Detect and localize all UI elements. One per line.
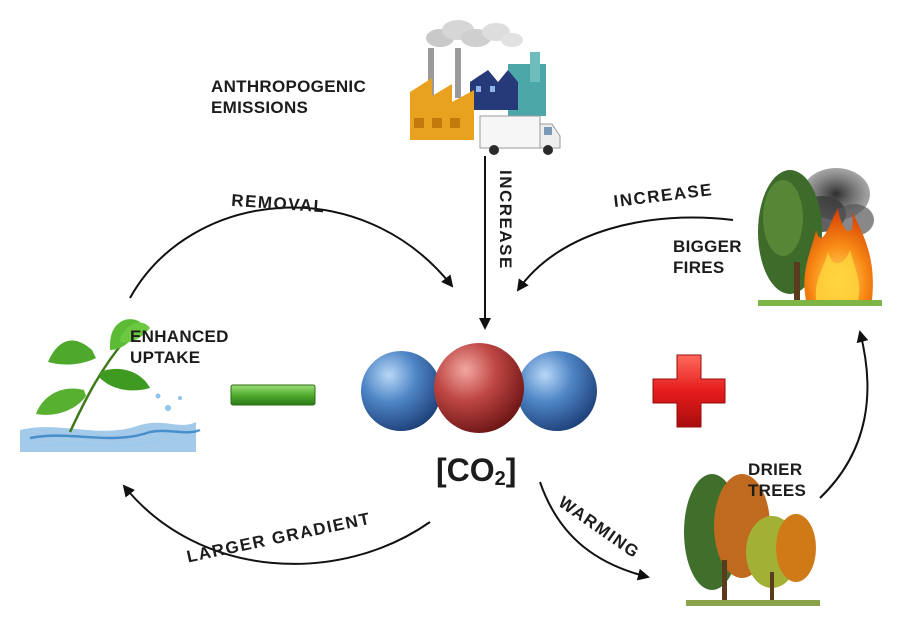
- co2-open: [CO: [436, 452, 495, 488]
- drying-trees-icon: [684, 474, 820, 606]
- co2-close: ]: [505, 452, 517, 488]
- label-anthropogenic-line1: ANTHROPOGENIC: [211, 77, 367, 96]
- fire-increase-arrow: [516, 216, 734, 292]
- label-anthropogenic-line2: EMISSIONS: [211, 98, 309, 117]
- plus-sign-icon: [652, 354, 726, 428]
- label-drier-trees-line1: DRIER: [748, 460, 803, 479]
- label-anthropogenic-emissions: ANTHROPOGENIC EMISSIONS: [211, 76, 366, 118]
- plant-leaf-water-icon: [20, 319, 201, 452]
- label-increase-top-right: INCREASE: [613, 180, 714, 211]
- label-bigger-fires: BIGGER FIRES: [673, 236, 742, 278]
- larger-gradient-arrow: [122, 484, 431, 565]
- label-warming: WARMING: [555, 493, 643, 563]
- label-drier-trees-line2: TREES: [748, 481, 807, 500]
- label-bigger-fires-line2: FIRES: [673, 258, 725, 277]
- label-enhanced-uptake-line1: ENHANCED: [130, 327, 229, 346]
- co2-subscript: 2: [494, 468, 506, 490]
- burning-tree-icon: [758, 168, 882, 306]
- label-enhanced-uptake: ENHANCED UPTAKE: [130, 326, 229, 368]
- label-bigger-fires-line1: BIGGER: [673, 237, 742, 256]
- minus-sign-icon: [230, 384, 316, 406]
- co2-molecule-icon: [361, 343, 597, 433]
- co2-concentration-label: [CO2]: [436, 452, 516, 497]
- removal-arrow: [129, 206, 454, 299]
- label-drier-trees: DRIER TREES: [748, 459, 806, 501]
- label-increase-vertical: INCREASE: [496, 170, 515, 270]
- label-enhanced-uptake-line2: UPTAKE: [130, 348, 201, 367]
- warming-arrow: [539, 481, 650, 581]
- factory-icon: [410, 20, 546, 140]
- drier-to-fires-arrow: [819, 330, 869, 499]
- delivery-truck-icon: [479, 115, 561, 155]
